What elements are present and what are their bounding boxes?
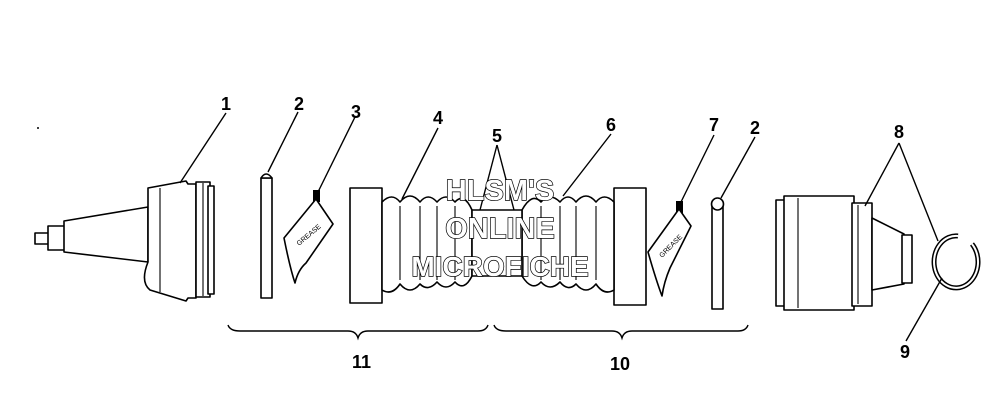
bracket-11 xyxy=(227,324,489,341)
watermark-line-1: HLSM'S xyxy=(446,175,554,207)
part-2-left-pin xyxy=(260,173,273,299)
callout-4: 4 xyxy=(433,108,443,128)
part-7-grease-packet: GREASE xyxy=(647,201,692,297)
part-8-inner-cv-joint xyxy=(775,195,913,311)
callout-11: 11 xyxy=(352,352,371,372)
part-1-cv-joint-housing xyxy=(34,180,215,302)
callout-3: 3 xyxy=(351,102,361,122)
callout-1: 1 xyxy=(221,94,231,114)
part-9-snap-ring xyxy=(931,233,981,291)
callout-2-left: 2 xyxy=(294,94,304,114)
callout-7: 7 xyxy=(709,115,719,135)
part-3-grease-packet: GREASE xyxy=(283,190,334,284)
watermark: HLSM'S ONLINE MICROFICHE xyxy=(411,174,590,282)
callout-8: 8 xyxy=(894,122,904,142)
part-2-right-pin xyxy=(710,197,725,310)
bracket-10 xyxy=(493,324,749,341)
callout-6: 6 xyxy=(606,115,616,135)
callout-2-right: 2 xyxy=(750,118,760,138)
callout-9: 9 xyxy=(900,342,910,362)
watermark-line-3: MICROFICHE xyxy=(411,251,588,282)
callout-5: 5 xyxy=(492,126,502,146)
boot-center-tube xyxy=(471,209,523,277)
stray-dot xyxy=(37,127,39,129)
leader-lines xyxy=(179,111,943,342)
watermark-line-2: ONLINE xyxy=(445,213,555,245)
callout-10: 10 xyxy=(610,354,630,374)
part-4-boot xyxy=(349,187,473,304)
